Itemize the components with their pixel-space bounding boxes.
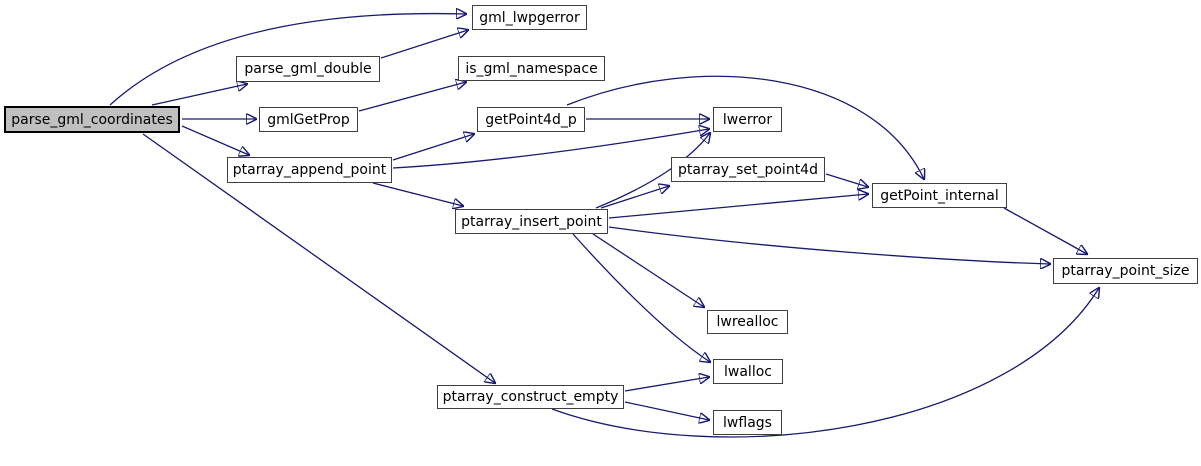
node-ptarray-append-point[interactable]: ptarray_append_point [227, 157, 392, 183]
edge-parse-gml-coordinates-to-ptarray-append-point [181, 125, 249, 155]
edge-ptarray-insert-point-to-lwalloc [572, 233, 710, 362]
edge-parse-gml-coordinates-to-gml-lwpgerror [109, 14, 466, 106]
edge-getpoint-internal-to-ptarray-point-size [1003, 207, 1087, 254]
edge-ptarray-insert-point-to-lwrealloc [592, 233, 704, 307]
node-lwrealloc[interactable]: lwrealloc [707, 310, 788, 334]
node-ptarray-point-size[interactable]: ptarray_point_size [1053, 258, 1198, 284]
edge-ptarray-insert-point-to-lwerror [595, 133, 710, 209]
node-getpoint-internal[interactable]: getPoint_internal [872, 183, 1007, 208]
edge-ptarray-append-point-to-getpoint4d-p [392, 134, 474, 161]
node-ptarray-set-point4d[interactable]: ptarray_set_point4d [671, 157, 825, 182]
node-gmlgetprop[interactable]: gmlGetProp [259, 107, 358, 132]
edge-ptarray-construct-empty-to-lwflags [624, 401, 709, 420]
edge-parse-gml-coordinates-to-ptarray-construct-empty [142, 133, 495, 383]
node-lwerror[interactable]: lwerror [713, 107, 782, 132]
node-ptarray-insert-point[interactable]: ptarray_insert_point [455, 209, 608, 234]
node-lwalloc[interactable]: lwalloc [713, 359, 783, 384]
edge-getpoint4d-p-to-getpoint-internal [566, 75, 924, 179]
edge-parse-gml-double-to-gml-lwpgerror [380, 30, 468, 59]
edge-ptarray-insert-point-to-ptarray-point-size [608, 226, 1050, 264]
node-parse-gml-double[interactable]: parse_gml_double [236, 56, 380, 82]
node-is-gml-namespace[interactable]: is_gml_namespace [458, 56, 605, 81]
edge-ptarray-construct-empty-to-lwalloc [624, 377, 709, 392]
node-getpoint4d-p[interactable]: getPoint4d_p [477, 107, 585, 132]
edge-ptarray-set-point4d-to-getpoint-internal [825, 173, 868, 187]
edge-gmlgetprop-to-is-gml-namespace [358, 82, 466, 112]
node-ptarray-construct-empty[interactable]: ptarray_construct_empty [437, 385, 624, 409]
edge-ptarray-construct-empty-to-ptarray-point-size [551, 288, 1099, 438]
edge-ptarray-append-point-to-ptarray-insert-point [372, 182, 463, 206]
node-gml-lwpgerror[interactable]: gml_lwpgerror [472, 5, 587, 30]
edge-ptarray-insert-point-to-ptarray-set-point4d [600, 186, 669, 209]
node-lwflags[interactable]: lwflags [713, 410, 782, 435]
edge-ptarray-insert-point-to-getpoint-internal [608, 194, 868, 219]
edge-ptarray-append-point-to-lwerror [392, 129, 709, 169]
node-parse-gml-coordinates[interactable]: parse_gml_coordinates [4, 106, 180, 133]
edge-parse-gml-coordinates-to-parse-gml-double [151, 84, 247, 106]
